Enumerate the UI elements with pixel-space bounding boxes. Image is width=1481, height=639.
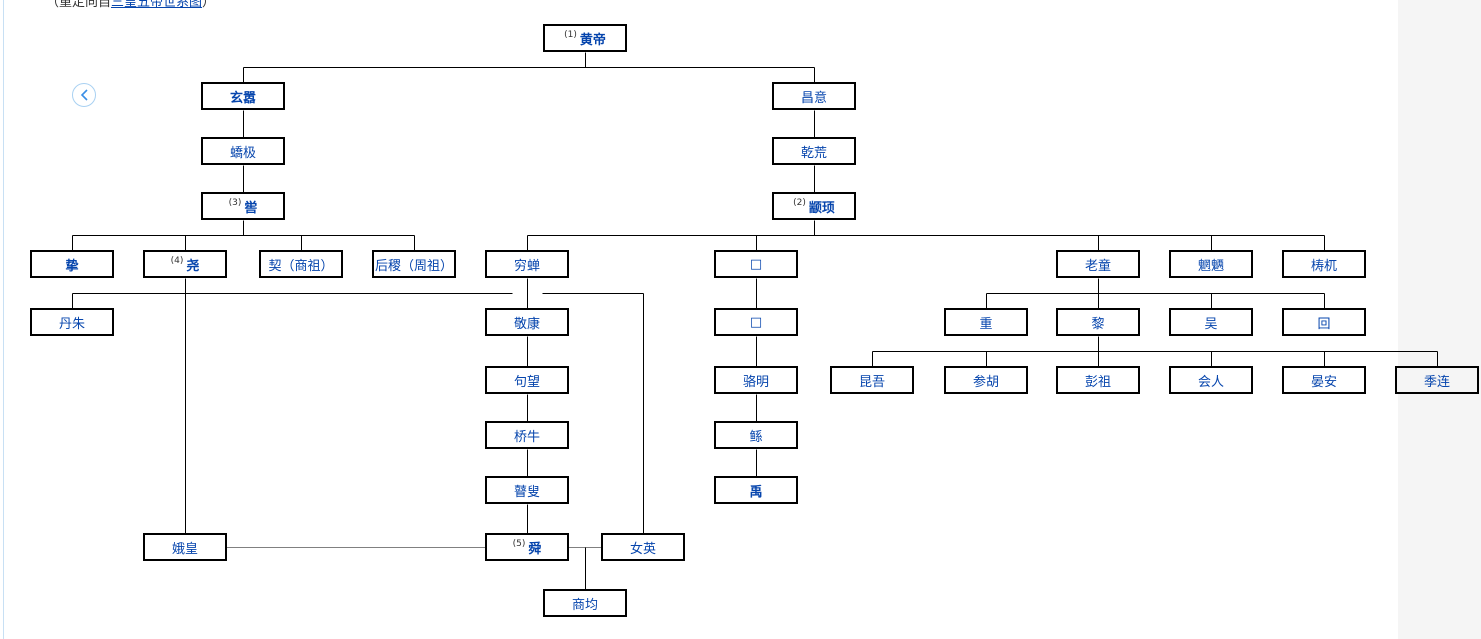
person-node-kunwu[interactable]: 昆吾 [830, 366, 914, 394]
person-node-zhuanxu[interactable]: (2)颛顼 [772, 192, 856, 220]
person-name: 昆吾 [858, 374, 885, 390]
chevron-left-icon [80, 89, 88, 101]
person-node-wangliang[interactable]: 魍魉 [1169, 250, 1253, 278]
person-name: 黎 [1091, 316, 1105, 332]
person-name: 蟜极 [229, 145, 256, 161]
person-node-jingkang[interactable]: 敬康 [485, 308, 569, 336]
person-name: 乾荒 [800, 145, 827, 161]
person-node-gusou[interactable]: 瞽叟 [485, 476, 569, 504]
page-border [3, 0, 4, 639]
person-name: 颛顼 [808, 200, 835, 216]
person-name: 回 [1317, 316, 1331, 332]
person-name: 鲧 [749, 429, 763, 445]
person-node-huangdi[interactable]: (1)黄帝 [543, 24, 627, 52]
person-node-canhu[interactable]: 参胡 [944, 366, 1028, 394]
reign-order: (4) [170, 256, 184, 266]
person-node-qiaoniu[interactable]: 桥牛 [485, 421, 569, 449]
person-node-pengzu[interactable]: 彭祖 [1056, 366, 1140, 394]
person-node-nvying[interactable]: 女英 [601, 533, 685, 561]
reign-order: (3) [228, 198, 242, 208]
person-name: 契（商祖） [268, 258, 334, 274]
person-node-jiaoji[interactable]: 蟜极 [201, 137, 285, 165]
person-node-danzhu[interactable]: 丹朱 [30, 308, 114, 336]
person-node-juwang[interactable]: 句望 [485, 366, 569, 394]
person-node-ku[interactable]: (3)喾 [201, 192, 285, 220]
person-name: 昌意 [800, 90, 827, 106]
person-name: 玄嚣 [229, 90, 256, 106]
person-node-luoming[interactable]: 骆明 [714, 366, 798, 394]
person-node-zhi[interactable]: 挚 [30, 250, 114, 278]
side-panel [1398, 0, 1481, 639]
person-node-changyi[interactable]: 昌意 [772, 82, 856, 110]
person-node-shun[interactable]: (5)舜 [485, 533, 569, 561]
person-node-ehuang[interactable]: 娥皇 [143, 533, 227, 561]
person-name: 句望 [513, 374, 540, 390]
person-name: 晏安 [1310, 374, 1337, 390]
person-node-qianhuang[interactable]: 乾荒 [772, 137, 856, 165]
person-node-unk1[interactable]: □ [714, 250, 798, 278]
person-name: 骆明 [742, 374, 769, 390]
person-name: □ [749, 256, 763, 272]
person-node-xuanxiao[interactable]: 玄嚣 [201, 82, 285, 110]
person-node-yu[interactable]: 禹 [714, 476, 798, 504]
person-name: 魍魉 [1197, 258, 1224, 274]
person-node-unk2[interactable]: □ [714, 308, 798, 336]
person-node-yao[interactable]: (4)尧 [143, 250, 227, 278]
person-name: 老童 [1084, 258, 1111, 274]
person-name: 桥牛 [513, 429, 540, 445]
person-name: 穷蝉 [513, 258, 540, 274]
person-name: 挚 [65, 258, 79, 274]
person-node-laotong[interactable]: 老童 [1056, 250, 1140, 278]
person-name: 禹 [749, 484, 763, 500]
reign-order: (1) [564, 30, 577, 40]
person-name: 瞽叟 [513, 484, 540, 500]
person-name: 参胡 [972, 374, 999, 390]
redirect-suffix: ） [202, 0, 216, 10]
reign-order: (5) [512, 539, 526, 549]
person-name: 会人 [1197, 374, 1224, 390]
person-name: 娥皇 [171, 541, 198, 557]
person-name: 梼杌 [1310, 258, 1337, 274]
person-node-huiren[interactable]: 会人 [1169, 366, 1253, 394]
person-node-li[interactable]: 黎 [1056, 308, 1140, 336]
person-name: 重 [979, 316, 993, 332]
person-node-taowu[interactable]: 梼杌 [1282, 250, 1366, 278]
person-name: 商均 [571, 597, 598, 613]
redirect-link[interactable]: 三皇五帝世系图 [111, 0, 203, 10]
person-name: 敬康 [513, 316, 540, 332]
person-node-shangjun[interactable]: 商均 [543, 589, 627, 617]
person-node-gun[interactable]: 鲧 [714, 421, 798, 449]
person-node-qiongchan[interactable]: 穷蝉 [485, 250, 569, 278]
person-name: 后稷（周祖） [374, 258, 453, 274]
person-name: 尧 [186, 258, 200, 274]
back-button[interactable] [72, 83, 96, 107]
person-name: 女英 [629, 541, 656, 557]
person-node-jilian[interactable]: 季连 [1395, 366, 1479, 394]
person-name: 彭祖 [1084, 374, 1111, 390]
person-name: 吴 [1204, 316, 1218, 332]
person-node-yanan[interactable]: 晏安 [1282, 366, 1366, 394]
person-name: 季连 [1423, 374, 1450, 390]
person-node-zhong[interactable]: 重 [944, 308, 1028, 336]
person-node-houji[interactable]: 后稷（周祖） [372, 250, 456, 278]
person-name: 舜 [528, 541, 542, 557]
person-node-hui[interactable]: 回 [1282, 308, 1366, 336]
person-name: 喾 [244, 200, 258, 216]
person-node-wu[interactable]: 吴 [1169, 308, 1253, 336]
reign-order: (2) [793, 198, 806, 208]
redirect-note: （重定向自三皇五帝世系图） [46, 0, 215, 10]
person-name: 丹朱 [58, 316, 85, 332]
person-name: 黄帝 [579, 32, 606, 48]
redirect-prefix: （重定向自 [46, 0, 112, 10]
person-node-xie[interactable]: 契（商祖） [259, 250, 343, 278]
person-name: □ [749, 314, 763, 330]
